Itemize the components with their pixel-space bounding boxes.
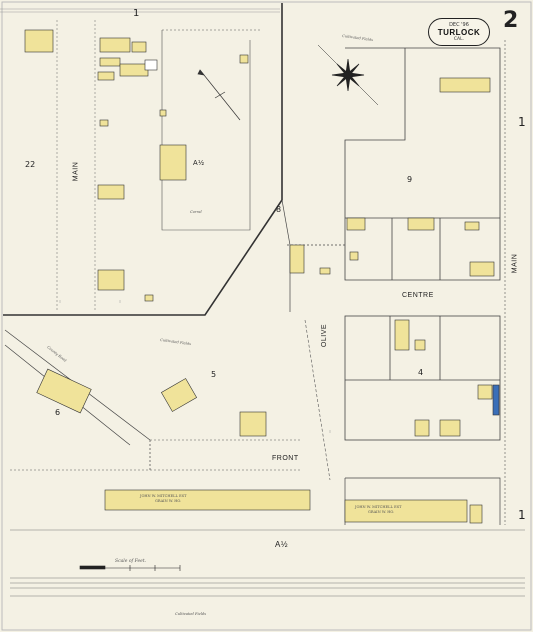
margin-mark-right-bottom: 1 (518, 508, 526, 522)
block-number-4: 4 (418, 368, 424, 377)
block-5 (10, 439, 300, 471)
lot-dots (59, 300, 331, 433)
corral-label: Corral (190, 210, 202, 214)
railroad-top (0, 8, 280, 13)
cultivated-fields-label-3: Cultivated Fields (175, 612, 207, 616)
street-front: FRONT (272, 455, 299, 462)
block-number-22: 22 (25, 160, 36, 169)
block-number-6: 6 (55, 408, 61, 417)
block-4 (344, 315, 501, 441)
block-number-5: 5 (211, 370, 217, 379)
block-number-9: 9 (407, 175, 413, 184)
alley-lot-label: A½ (193, 160, 205, 167)
state-abbr: CAL. (453, 37, 465, 42)
margin-mark-right-top: 1 (518, 115, 526, 129)
margin-mark-top: 1 (133, 8, 140, 19)
street-centre: CENTRE (402, 292, 434, 299)
corral-block (161, 29, 260, 231)
inset-arrow (197, 69, 241, 121)
warehouse-west-owner: JOHN W. MITCHELL EST (140, 494, 187, 498)
railroad-bottom (10, 529, 525, 597)
olive-street (304, 319, 331, 481)
map-date: DEC '96 (449, 22, 469, 28)
inset-frame (3, 3, 283, 316)
block-22-lines (56, 20, 96, 312)
scale-label: Scale of Feet. (115, 559, 147, 564)
street-main-east: MAIN (511, 253, 519, 274)
warehouse-west-use: GRAIN W. HO. (155, 499, 182, 503)
town-name: TURLOCK (437, 28, 481, 37)
block-number-8: 8 (276, 205, 282, 214)
street-main-west: MAIN (72, 161, 80, 182)
buildings (24, 29, 500, 524)
sheet-number: 2 (503, 8, 519, 33)
compass-rose (317, 44, 379, 106)
alley-label: A½ (275, 540, 289, 549)
warehouse-east-owner: JOHN W. MITCHELL EST (355, 505, 402, 509)
street-olive: OLIVE (321, 323, 329, 348)
warehouse-east-use: GRAIN W. HO. (368, 510, 395, 514)
scale-bar (79, 565, 181, 571)
title-badge: DEC '96 TURLOCK CAL. (428, 18, 490, 46)
